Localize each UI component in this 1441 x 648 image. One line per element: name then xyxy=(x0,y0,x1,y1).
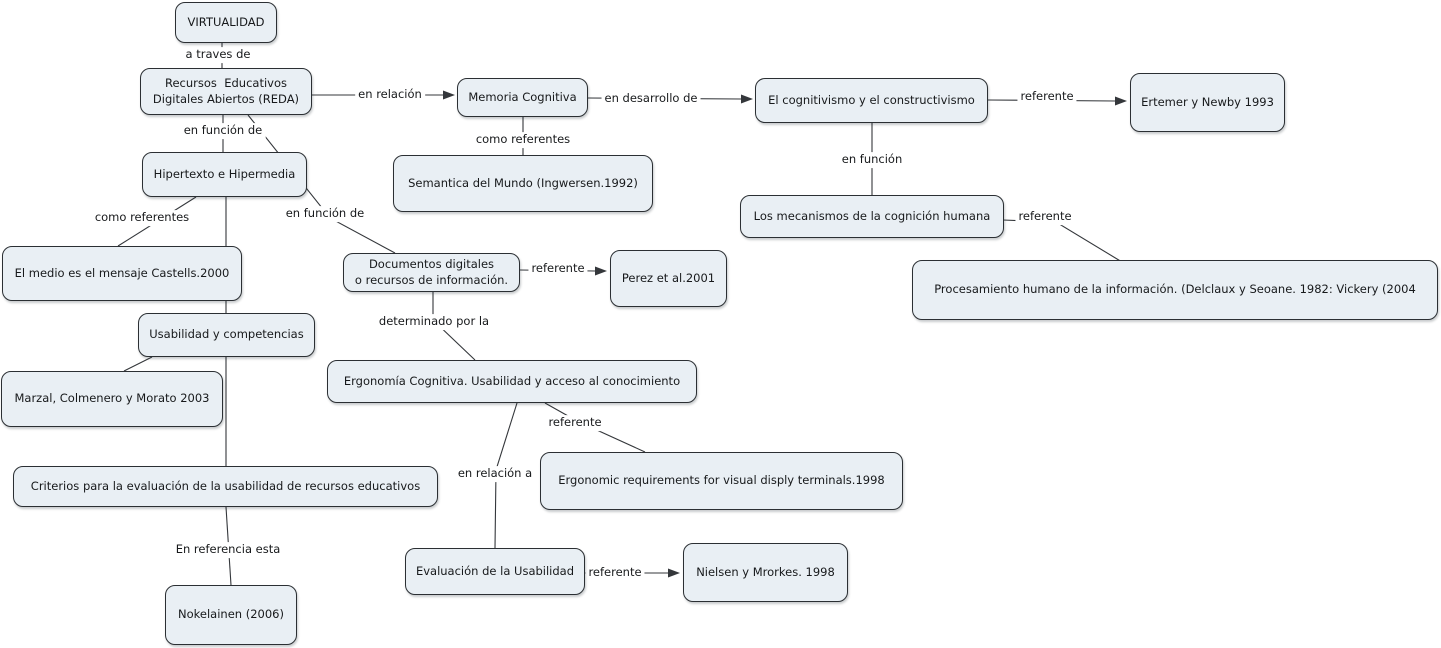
link-label-en-referencia-esta[interactable]: En referencia esta xyxy=(172,542,284,558)
link-label-en-funcion-de-2[interactable]: en función de xyxy=(282,206,368,222)
link-label-referente-ertemer[interactable]: referente xyxy=(1017,89,1077,105)
node-marzal[interactable]: Marzal, Colmenero y Morato 2003 xyxy=(1,371,223,427)
node-documentos[interactable]: Documentos digitales o recursos de infor… xyxy=(343,253,520,292)
node-memoria[interactable]: Memoria Cognitiva xyxy=(457,78,588,117)
node-procesamiento[interactable]: Procesamiento humano de la información. … xyxy=(912,260,1438,320)
node-ergonomia[interactable]: Ergonomía Cognitiva. Usabilidad y acceso… xyxy=(327,360,697,403)
node-virtualidad[interactable]: VIRTUALIDAD xyxy=(175,2,277,43)
link-label-referente-nielsen[interactable]: referente xyxy=(585,565,645,581)
node-usabilidad[interactable]: Usabilidad y competencias xyxy=(138,313,315,357)
node-perez[interactable]: Perez et al.2001 xyxy=(610,250,727,307)
node-reda[interactable]: Recursos Educativos Digitales Abiertos (… xyxy=(140,68,312,115)
node-semantica[interactable]: Semantica del Mundo (Ingwersen.1992) xyxy=(393,155,653,212)
arrowhead-memoria xyxy=(443,90,455,100)
arrowhead-nielsen xyxy=(668,568,680,578)
link-label-referente-ergonomic[interactable]: referente xyxy=(545,415,605,431)
arrowhead-ertemer xyxy=(1115,96,1127,106)
link-label-en-relacion[interactable]: en relación xyxy=(355,87,425,103)
link-label-referente-perez[interactable]: referente xyxy=(528,261,588,277)
link-usabilidad-marzal xyxy=(123,356,153,372)
node-nielsen[interactable]: Nielsen y Mrorkes. 1998 xyxy=(683,543,848,602)
link-label-en-desarrollo-de[interactable]: en desarrollo de xyxy=(601,91,701,107)
link-label-como-referentes-1[interactable]: como referentes xyxy=(472,132,574,148)
node-mecanismos[interactable]: Los mecanismos de la cognición humana xyxy=(740,195,1004,238)
link-label-en-funcion[interactable]: en función xyxy=(838,152,906,168)
node-ergonomic[interactable]: Ergonomic requirements for visual disply… xyxy=(540,452,903,510)
node-ertemer[interactable]: Ertemer y Newby 1993 xyxy=(1130,73,1285,132)
link-label-a-traves-de[interactable]: a traves de xyxy=(182,47,254,63)
link-mecanismos-procesamiento xyxy=(1002,219,1123,263)
link-label-referente-mecanismos[interactable]: referente xyxy=(1015,209,1075,225)
node-criterios[interactable]: Criterios para la evaluación de la usabi… xyxy=(13,466,438,507)
node-cognitivismo[interactable]: El cognitivismo y el constructivismo xyxy=(755,78,988,123)
node-evaluacion[interactable]: Evaluación de la Usabilidad xyxy=(405,548,585,595)
link-label-determinado-por-la[interactable]: determinado por la xyxy=(375,314,493,330)
link-label-en-funcion-de-1[interactable]: en función de xyxy=(180,123,266,139)
arrowhead-perez xyxy=(595,266,607,276)
arrowheads xyxy=(443,90,1127,578)
node-medio[interactable]: El medio es el mensaje Castells.2000 xyxy=(2,246,242,301)
node-hipertexto[interactable]: Hipertexto e Hipermedia xyxy=(142,152,307,197)
arrowhead-cognitivismo xyxy=(741,94,753,104)
node-nokelainen[interactable]: Nokelainen (2006) xyxy=(165,585,297,645)
link-label-en-relacion-a[interactable]: en relación a xyxy=(454,466,536,482)
link-label-como-referentes-2[interactable]: como referentes xyxy=(91,210,193,226)
